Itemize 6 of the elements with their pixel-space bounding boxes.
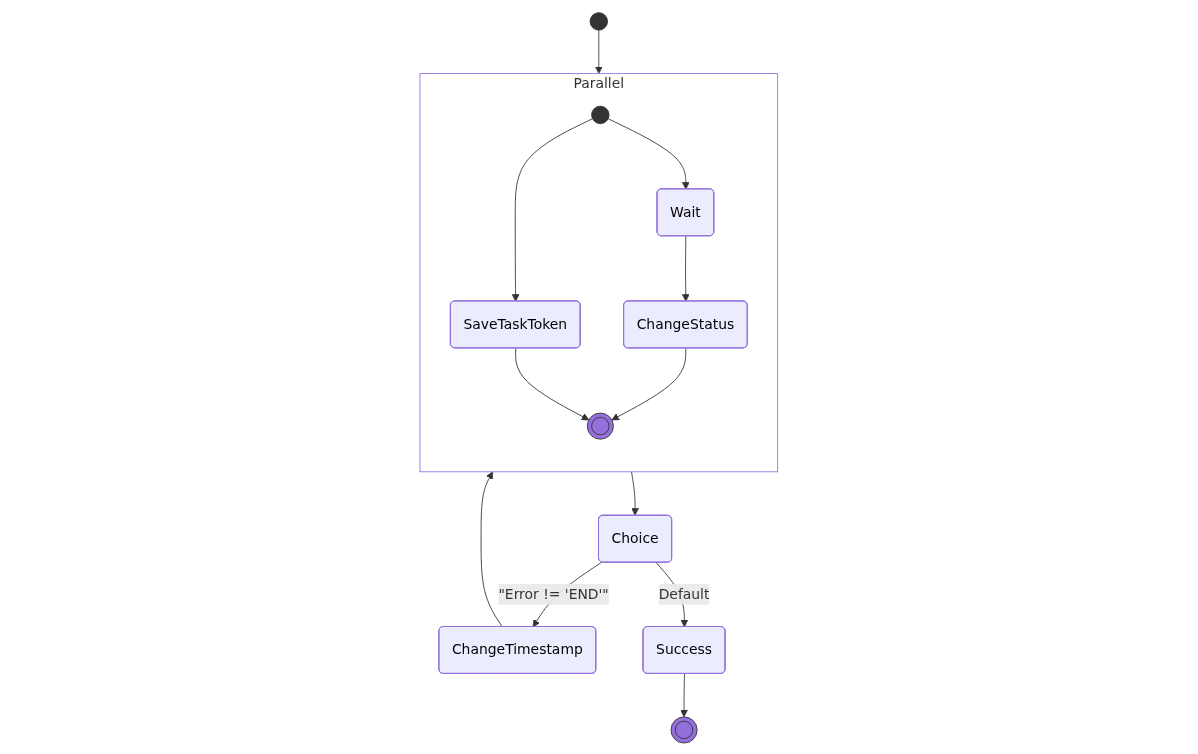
- node-circle: [587, 412, 615, 440]
- edge-label: Default: [658, 585, 710, 603]
- node-circle: [591, 105, 610, 125]
- edge-label: "Error != 'END'": [498, 585, 609, 603]
- node-circle: [589, 12, 609, 31]
- node-circle: [670, 716, 698, 744]
